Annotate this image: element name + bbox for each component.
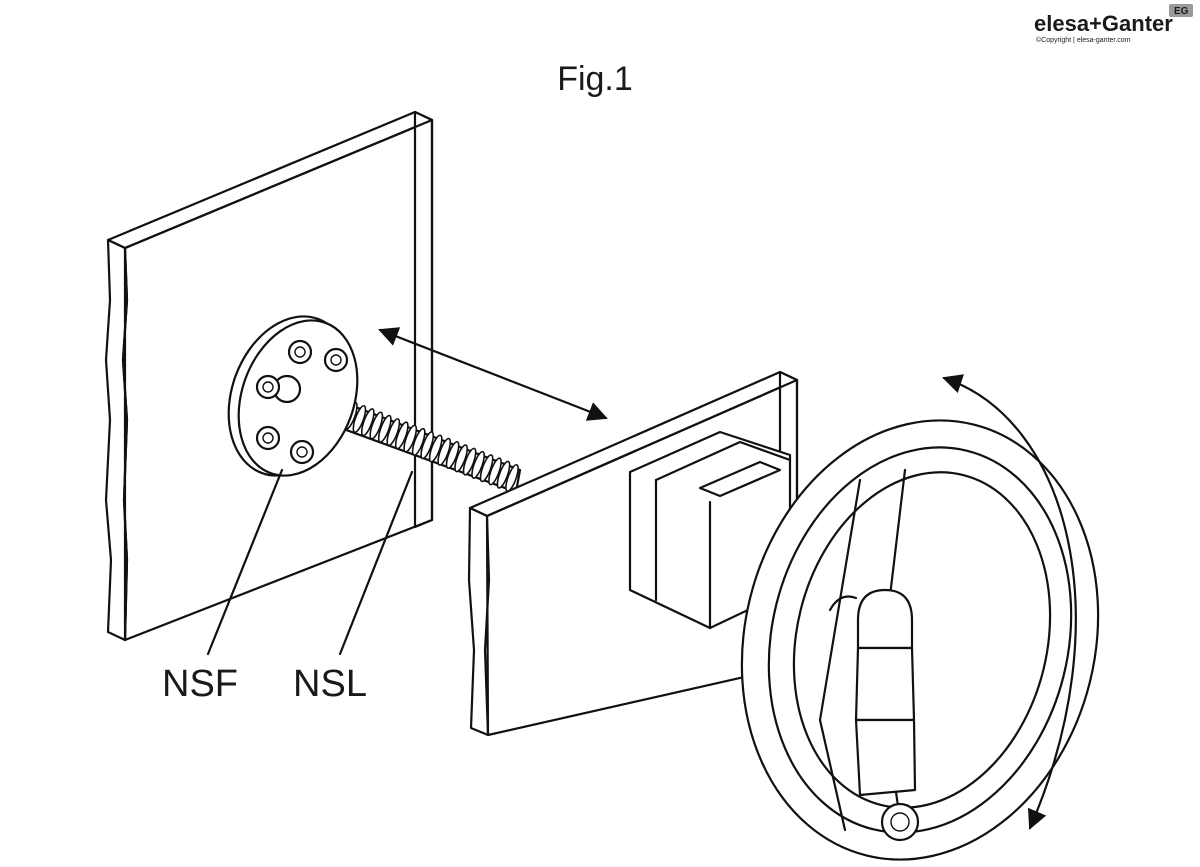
label-nsl: NSL bbox=[293, 663, 367, 705]
thread-ridge bbox=[462, 447, 477, 476]
thread-ridge bbox=[479, 454, 494, 483]
thread-ridge bbox=[360, 408, 375, 437]
brand-logo: elesa+Ganter EG ©Copyright | elesa-gante… bbox=[1034, 4, 1193, 44]
nsl-leader-line bbox=[338, 470, 414, 656]
logo-mark-badge bbox=[1169, 4, 1193, 17]
indicator-window bbox=[698, 460, 782, 498]
thread-ridge bbox=[411, 427, 426, 456]
wall-plate bbox=[104, 110, 434, 642]
thread-ridge bbox=[403, 424, 418, 453]
thread-ridge bbox=[496, 460, 511, 489]
logo-brand-text: elesa+Ganter bbox=[1034, 11, 1173, 36]
thread-ridge bbox=[437, 437, 452, 466]
label-nsf: NSF bbox=[162, 663, 238, 705]
thread-ridge bbox=[454, 444, 468, 473]
handwheel-handle bbox=[854, 588, 920, 842]
thread-ridge bbox=[428, 434, 443, 463]
flange-bolts bbox=[255, 339, 349, 465]
thread-ridge bbox=[420, 431, 435, 460]
flange-nut bbox=[227, 315, 359, 477]
thread-ridge bbox=[471, 450, 485, 479]
logo-copyright-text: ©Copyright | elesa-ganter.com bbox=[1036, 36, 1131, 44]
thread-ridge bbox=[352, 404, 367, 434]
rotation-arrow bbox=[942, 374, 1077, 830]
nsf-leader-line bbox=[206, 468, 284, 656]
linear-motion-arrow bbox=[378, 327, 608, 421]
figure-title: Fig.1 bbox=[557, 60, 633, 98]
thread-ridge bbox=[445, 440, 460, 470]
logo-mark-text: EG bbox=[1174, 6, 1189, 17]
thread-ridge bbox=[488, 457, 502, 486]
thread-ridge bbox=[394, 421, 409, 450]
